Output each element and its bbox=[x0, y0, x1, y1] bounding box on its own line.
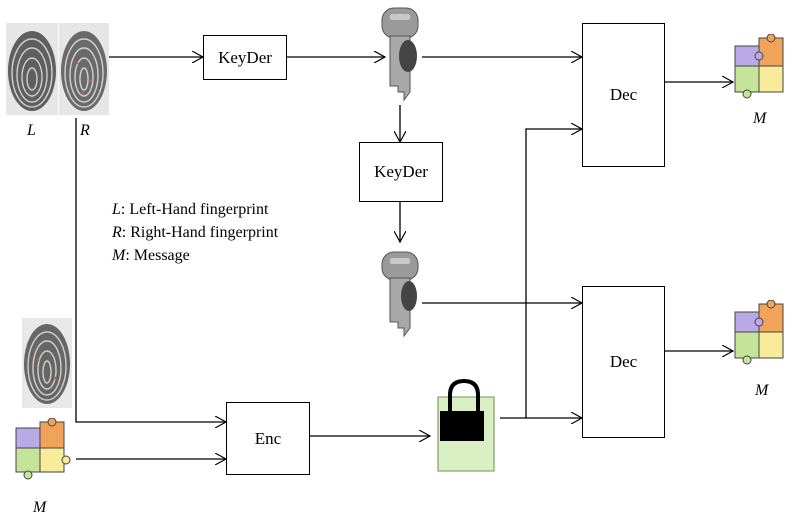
puzzle-icon bbox=[15, 418, 71, 480]
enc-box: Enc bbox=[226, 402, 310, 475]
legend-key: R bbox=[112, 224, 122, 241]
message-top-label: M bbox=[753, 110, 767, 127]
dec-top-box: Dec bbox=[582, 23, 665, 167]
legend-item: R: Right-Hand fingerprint bbox=[112, 221, 278, 244]
legend: L: Left-Hand fingerprint R: Right-Hand f… bbox=[112, 198, 278, 267]
legend-item: L: Left-Hand fingerprint bbox=[112, 198, 278, 221]
legend-item: M: Message bbox=[112, 244, 278, 267]
third-fingerprint-icon bbox=[22, 318, 72, 408]
left-fingerprint-icon bbox=[6, 23, 58, 115]
left-label: L bbox=[27, 122, 36, 139]
legend-text: : Right-Hand fingerprint bbox=[121, 224, 279, 241]
right-label: R bbox=[80, 122, 90, 139]
keyder-mid-box: KeyDer bbox=[359, 142, 443, 202]
keyder-top-box: KeyDer bbox=[203, 35, 287, 80]
padlock-icon bbox=[437, 378, 495, 472]
dec-bottom-box: Dec bbox=[582, 286, 665, 438]
right-fingerprint-icon bbox=[59, 23, 109, 115]
legend-key: L bbox=[112, 201, 121, 218]
legend-text: : Message bbox=[125, 247, 190, 264]
legend-key: M bbox=[112, 247, 126, 264]
message-input-label: M bbox=[33, 499, 47, 516]
key-icon bbox=[381, 7, 419, 102]
puzzle-icon bbox=[734, 34, 784, 99]
puzzle-icon bbox=[734, 300, 784, 365]
key-icon bbox=[381, 251, 419, 338]
legend-text: : Left-Hand fingerprint bbox=[120, 201, 269, 218]
message-bottom-label: M bbox=[755, 382, 769, 399]
